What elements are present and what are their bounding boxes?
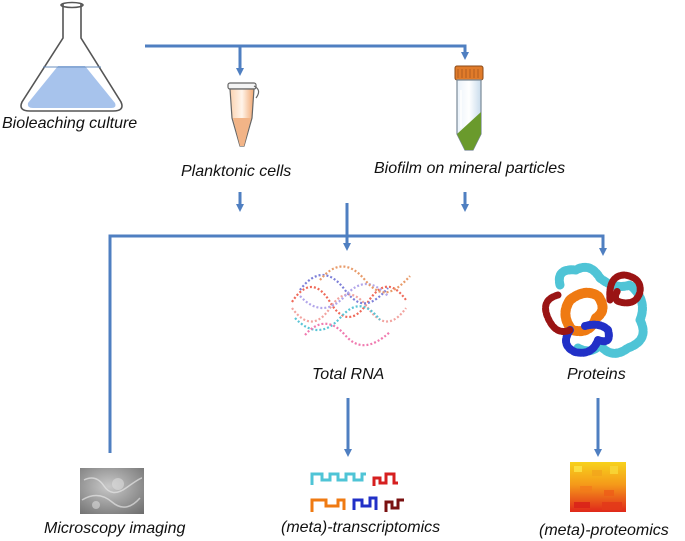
top-branch-line bbox=[145, 44, 469, 60]
label-microscopy-imaging: Microscopy imaging bbox=[44, 520, 186, 537]
proteomics-heatmap bbox=[570, 462, 626, 512]
eppendorf-tube-icon bbox=[227, 82, 260, 147]
flask-icon bbox=[20, 1, 123, 112]
label-transcriptomics: (meta)-transcriptomics bbox=[281, 519, 441, 536]
transcriptomics-glyphs bbox=[310, 472, 404, 512]
microscopy-image bbox=[80, 468, 144, 514]
label-bioleaching-culture: Bioleaching culture bbox=[2, 115, 138, 132]
label-proteins: Proteins bbox=[567, 366, 626, 383]
label-proteomics: (meta)-proteomics bbox=[539, 522, 669, 539]
label-total-rna: Total RNA bbox=[312, 366, 385, 383]
lower-branch-line bbox=[108, 234, 607, 453]
rna-strands-icon bbox=[291, 265, 411, 347]
falcon-tube-icon bbox=[454, 65, 484, 151]
connector-lines bbox=[108, 44, 607, 457]
label-biofilm: Biofilm on mineral particles bbox=[374, 160, 566, 177]
protein-cluster-icon bbox=[542, 262, 648, 358]
label-planktonic-cells: Planktonic cells bbox=[181, 163, 292, 180]
